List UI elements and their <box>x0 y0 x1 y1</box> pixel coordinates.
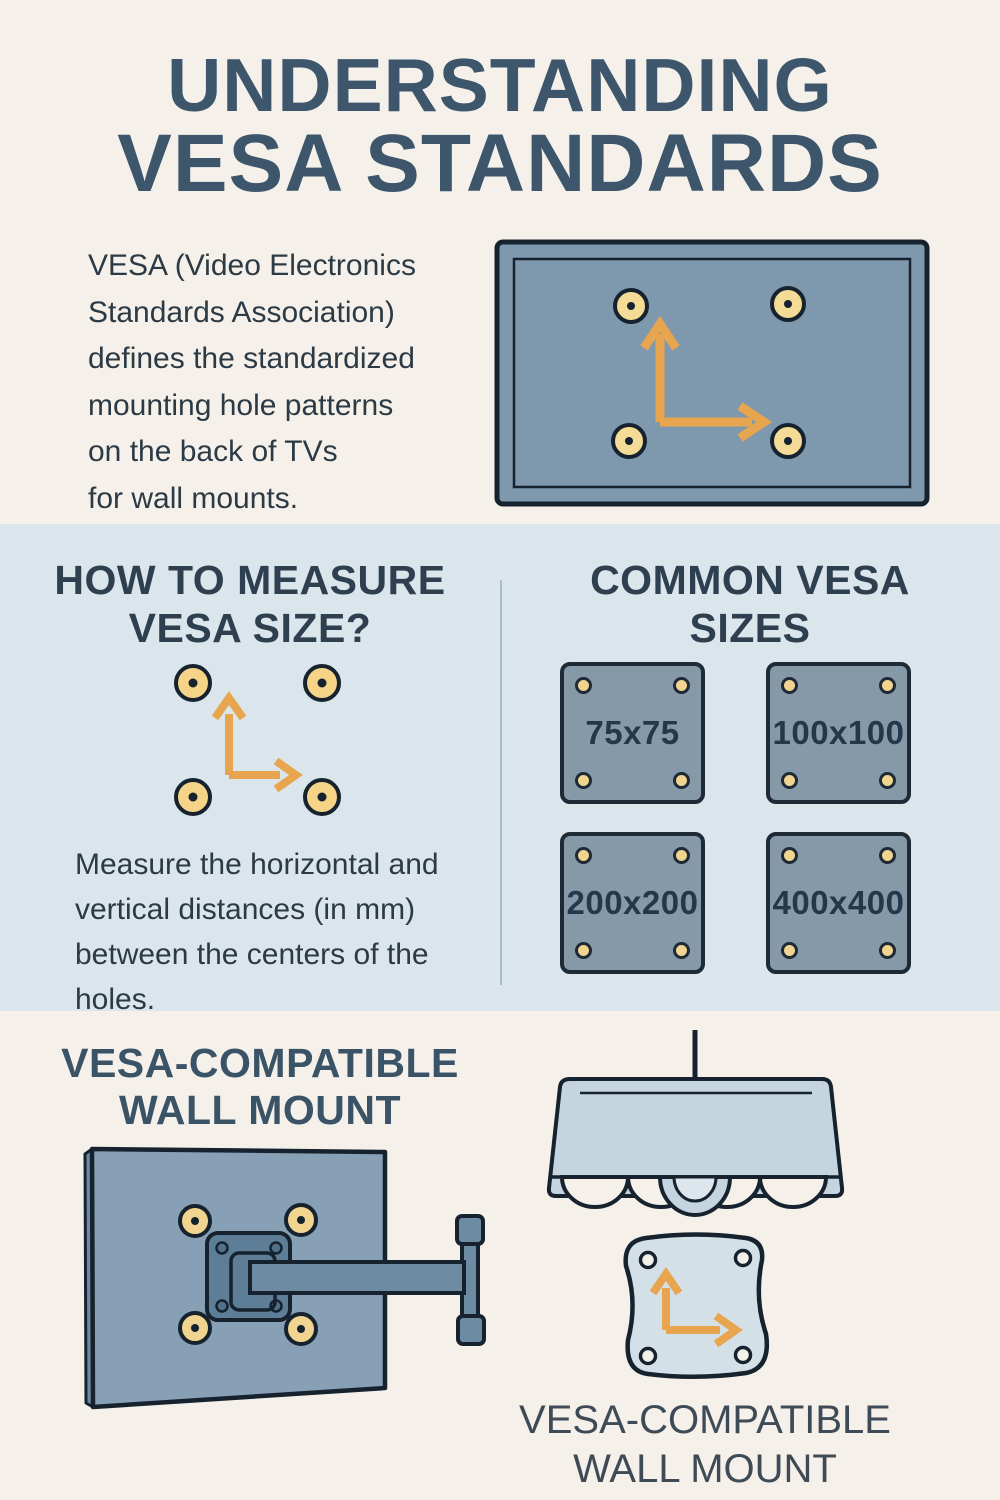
mounting-hole-icon <box>673 847 690 864</box>
mounting-hole-icon <box>575 677 592 694</box>
measure-section-heading: HOW TO MEASURE VESA SIZE? <box>54 557 446 652</box>
tv-back-panel <box>494 239 930 507</box>
sizes-section-heading: COMMON VESA SIZES <box>590 557 910 652</box>
mounting-hole-icon <box>575 772 592 789</box>
intro-paragraph: VESA (Video Electronics Standards Associ… <box>88 249 416 515</box>
vesa-plate-100x100: 100x100 <box>766 662 911 804</box>
wall-mount-heading: VESA-COMPATIBLE WALL MOUNT <box>61 1040 459 1134</box>
mount-cover-illustration <box>546 1030 845 1217</box>
wall-mount-illustration <box>83 1146 486 1410</box>
mounting-hole-icon <box>673 942 690 959</box>
tv-back-illustration <box>494 239 930 507</box>
mounting-hole-icon <box>879 772 896 789</box>
plate-size-label: 75x75 <box>585 714 680 751</box>
wall-bar-cap-top <box>455 1214 485 1246</box>
mounting-hole-icon <box>879 942 896 959</box>
adapter-plate-body <box>623 1232 770 1379</box>
mounting-hole-icon <box>781 942 798 959</box>
measurement-arrow-icon <box>649 1266 743 1348</box>
plate-size-label: 400x400 <box>772 884 905 921</box>
mounting-hole-icon <box>673 677 690 694</box>
vesa-plate-400x400: 400x400 <box>766 832 911 974</box>
page-title-line2: VESA STANDARDS <box>117 118 883 209</box>
page-title: UNDERSTANDING VESA STANDARDS <box>0 48 1000 205</box>
mounting-holes <box>174 664 341 816</box>
wall-bar-cap-bottom <box>456 1314 486 1346</box>
mounting-hole-icon <box>575 942 592 959</box>
mount-arm <box>248 1260 466 1295</box>
vesa-plate-75x75: 75x75 <box>560 662 705 804</box>
mounting-hole-icon <box>879 677 896 694</box>
column-divider <box>500 580 502 985</box>
mounting-hole-icon <box>781 677 798 694</box>
page-title-line1: UNDERSTANDING <box>167 43 833 127</box>
vesa-measure-diagram <box>174 664 341 816</box>
plate-size-label: 200x200 <box>566 884 699 921</box>
cover-inner-arch <box>672 1175 718 1203</box>
measure-description: Measure the horizontal and vertical dist… <box>75 848 439 1016</box>
vesa-adapter-plate-illustration <box>623 1232 770 1379</box>
vesa-plate-200x200: 200x200 <box>560 832 705 974</box>
mounting-hole-icon <box>781 772 798 789</box>
plate-size-label: 100x100 <box>772 714 905 751</box>
mounting-holes <box>611 286 806 459</box>
measurement-arrow-icon <box>640 315 773 442</box>
mounting-hole-icon <box>781 847 798 864</box>
mounting-holes <box>178 1203 318 1346</box>
adapter-plate-holes <box>638 1248 753 1366</box>
mounting-hole-icon <box>673 772 690 789</box>
wall-mount-caption: VESA-COMPATIBLE WALL MOUNT <box>519 1398 891 1491</box>
measurement-arrow-icon <box>211 691 303 793</box>
tv-inner-border <box>512 257 912 489</box>
mounting-hole-icon <box>879 847 896 864</box>
mounting-hole-icon <box>575 847 592 864</box>
cover-shade <box>546 1077 845 1198</box>
